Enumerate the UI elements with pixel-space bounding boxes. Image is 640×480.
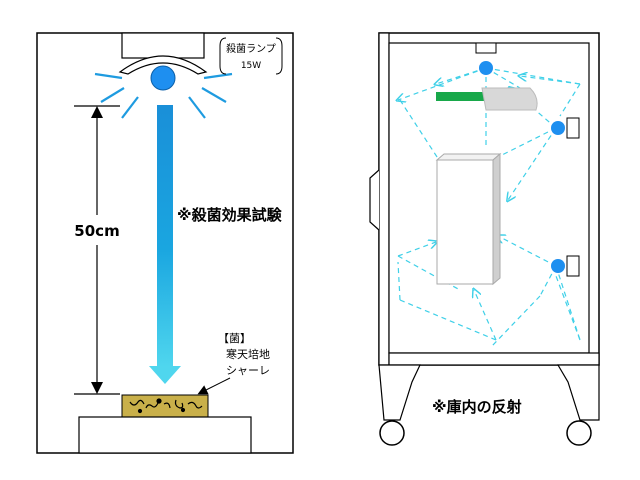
- object-side-face: [492, 152, 501, 286]
- left-caster: [379, 420, 405, 446]
- lamp-mount: [121, 32, 205, 59]
- object-top-face: [435, 153, 502, 161]
- sample-leader-arrow: [197, 377, 231, 395]
- cabinet-door-strip: [378, 32, 390, 366]
- door-handle: [369, 169, 380, 231]
- cabinet-base-band: [388, 352, 600, 366]
- bacteria-colonies: [129, 398, 203, 414]
- green-shelf-bar: [436, 92, 486, 101]
- lamp-label-bracket-right: [275, 37, 283, 75]
- reflection-lines: [398, 67, 581, 347]
- right-panel: ※庫内の反射: [369, 32, 600, 446]
- lamp-rays: [94, 72, 233, 119]
- test-title: ※殺菌効果試験: [177, 206, 283, 224]
- right-lower-lamp: [551, 259, 565, 273]
- right-lower-lamp-socket: [566, 255, 580, 277]
- distance-label: 50cm: [74, 222, 119, 240]
- sample-label-line2: 寒天培地: [226, 347, 270, 361]
- lamp-reflector: [118, 55, 208, 75]
- sample-label-line1: 【菌】: [218, 332, 251, 345]
- pedestal: [78, 416, 252, 454]
- sample-label-line3: シャーレ: [226, 364, 270, 377]
- left-leg: [378, 364, 421, 421]
- right-upper-lamp-socket: [566, 117, 580, 139]
- object-front-face: [436, 159, 494, 285]
- top-lamp: [479, 61, 493, 75]
- petri-dish: [121, 394, 209, 418]
- right-leg: [556, 364, 600, 421]
- right-caster: [566, 420, 592, 446]
- left-panel: 殺菌ランプ 15W ※殺菌効果試験 50cm 【菌】 寒天培地 シャーレ: [36, 32, 294, 454]
- top-lamp-socket: [475, 42, 497, 54]
- lamp-power: 15W: [241, 61, 261, 71]
- uv-beam-arrowhead: [149, 366, 181, 384]
- uv-beam: [157, 105, 173, 367]
- right-upper-lamp: [551, 121, 565, 135]
- lamp-fixture-grey: [481, 87, 538, 111]
- uv-lamp-bulb: [150, 65, 176, 91]
- lamp-label: 殺菌ランプ: [226, 42, 276, 55]
- lamp-label-bracket-left: [219, 37, 227, 75]
- reflection-title: ※庫内の反射: [432, 398, 522, 416]
